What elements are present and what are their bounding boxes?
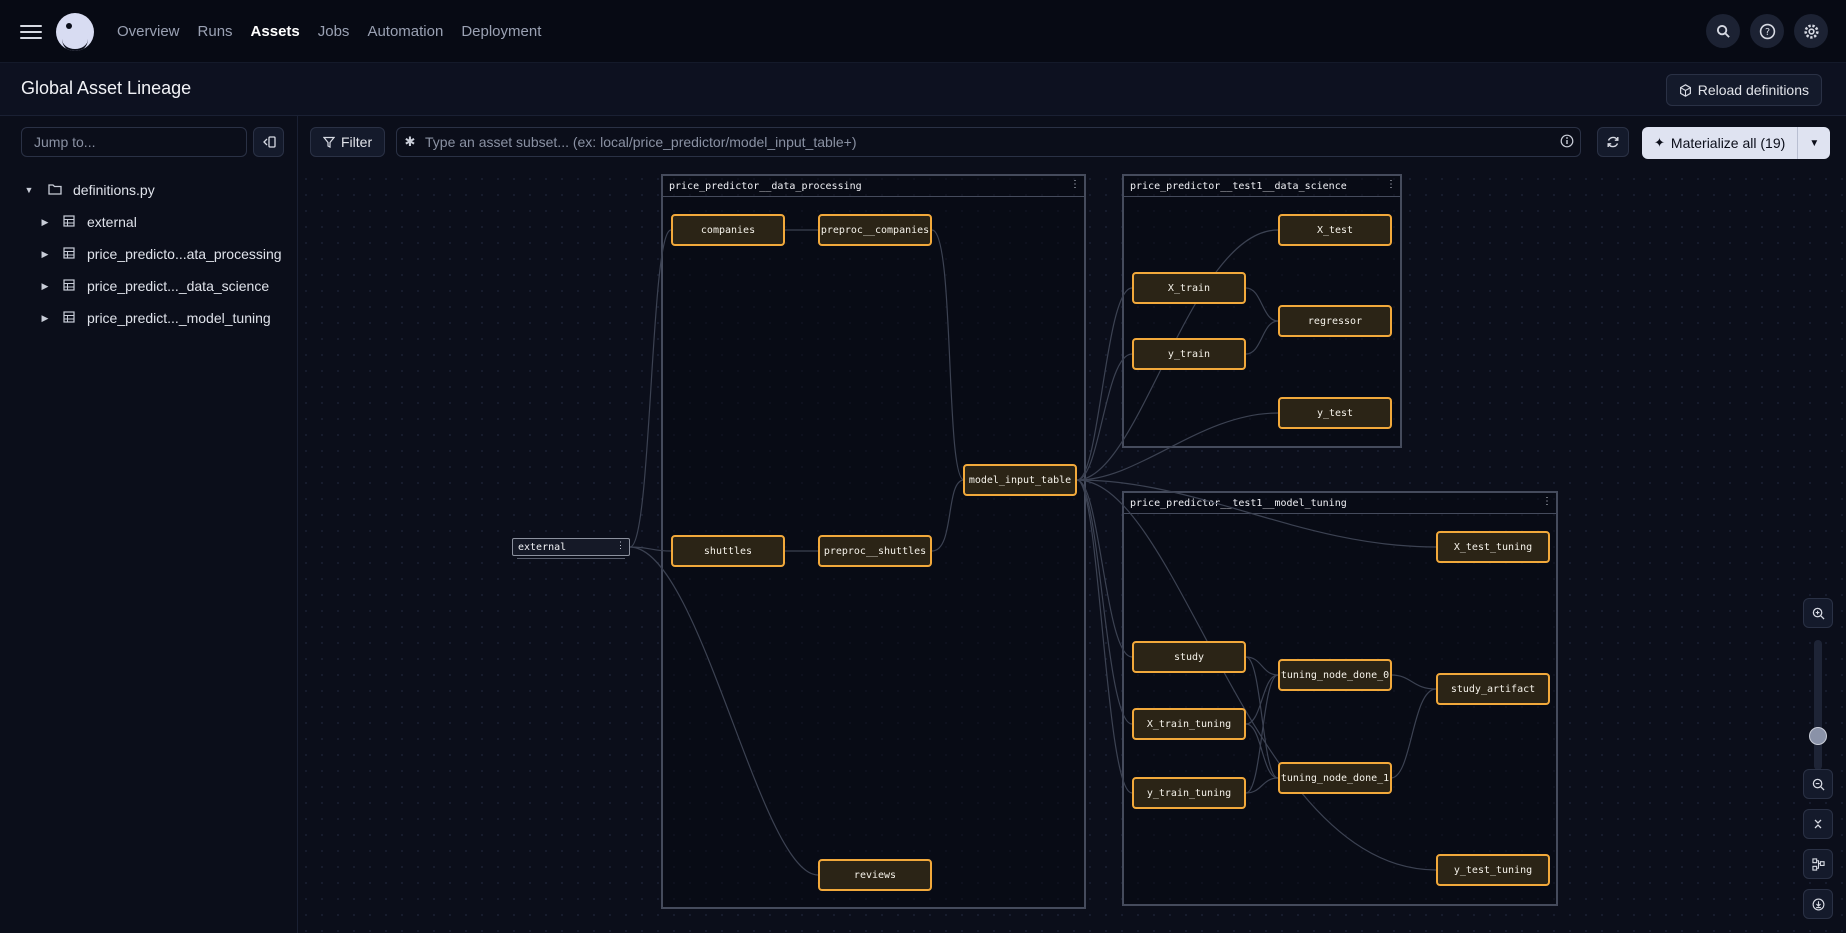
asset-node-study[interactable]: study (1132, 641, 1246, 673)
asset-node-preproc-companies[interactable]: preproc__companies (818, 214, 932, 246)
asset-node-x-test-tuning[interactable]: X_test_tuning (1436, 531, 1550, 563)
asset-node-y-test-tuning[interactable]: y_test_tuning (1436, 854, 1550, 886)
asset-node-reviews[interactable]: reviews (818, 859, 932, 891)
asset-node-model-input-table[interactable]: model_input_table (963, 464, 1077, 496)
tree-item-model-tuning[interactable]: ▶ price_predict..._model_tuning (0, 302, 297, 334)
asset-tree: ▼ definitions.py ▶ external ▶ price_pred… (0, 174, 297, 334)
nav-runs[interactable]: Runs (197, 22, 233, 40)
asset-node-study-artifact[interactable]: study_artifact (1436, 673, 1550, 705)
group-header: price_predictor__test1__model_tuning ⋮ (1124, 493, 1556, 514)
nav-assets[interactable]: Assets (250, 22, 300, 40)
sidebar: ▼ definitions.py ▶ external ▶ price_pred… (0, 116, 298, 933)
asset-node-shuttles[interactable]: shuttles (671, 535, 785, 567)
zoom-in-icon[interactable] (1803, 598, 1833, 628)
svg-text:?: ? (1764, 27, 1769, 38)
caret-right-icon[interactable]: ▶ (41, 280, 49, 291)
asset-node-x-train[interactable]: X_train (1132, 272, 1246, 304)
group-header: price_predictor__test1__data_science ⋮ (1124, 176, 1400, 197)
zoom-out-icon[interactable] (1803, 769, 1833, 799)
external-label: external (518, 541, 567, 553)
asset-node-y-train-tuning[interactable]: y_train_tuning (1132, 777, 1246, 809)
filter-button[interactable]: Filter (310, 127, 386, 157)
sparkle-icon: ✦ (1654, 135, 1665, 150)
caret-down-icon[interactable]: ▼ (24, 185, 34, 195)
filter-label: Filter (341, 134, 373, 150)
caret-right-icon[interactable]: ▶ (41, 216, 49, 227)
asset-node-preproc-shuttles[interactable]: preproc__shuttles (818, 535, 932, 567)
search-icon[interactable] (1706, 14, 1740, 48)
tree-item-definitions[interactable]: ▼ definitions.py (0, 174, 297, 206)
asset-node-companies[interactable]: companies (671, 214, 785, 246)
grid-icon (60, 310, 78, 326)
sparkle-icon: ✱ (404, 134, 416, 149)
collapse-all-icon[interactable] (1803, 809, 1833, 839)
caret-right-icon[interactable]: ▶ (41, 248, 49, 259)
tree-item-label: price_predict..._model_tuning (87, 310, 271, 326)
more-icon[interactable]: ⋮ (1542, 496, 1552, 507)
chevron-down-icon[interactable]: ▼ (1797, 127, 1831, 159)
nav-links: Overview Runs Assets Jobs Automation Dep… (117, 0, 559, 62)
more-icon[interactable]: ⋮ (1386, 179, 1396, 190)
tree-item-label: price_predicto...ata_processing (87, 246, 282, 262)
top-icons: ? (1706, 14, 1828, 48)
nav-deployment[interactable]: Deployment (461, 22, 542, 40)
jump-to-input[interactable] (21, 127, 247, 157)
zoom-slider-thumb[interactable] (1809, 727, 1827, 745)
zoom-slider[interactable] (1809, 640, 1827, 770)
layout-icon[interactable] (1803, 849, 1833, 879)
more-icon[interactable]: ⋮ (1070, 179, 1080, 190)
caret-right-icon[interactable]: ▶ (41, 312, 49, 323)
asset-node-tuning-node-done-0[interactable]: tuning_node_done_0 (1278, 659, 1392, 691)
asset-node-y-test[interactable]: y_test (1278, 397, 1392, 429)
group-title: price_predictor__data_processing (669, 180, 862, 192)
tree-item-label: definitions.py (73, 182, 155, 198)
nav-overview[interactable]: Overview (117, 22, 180, 40)
asset-subset-input[interactable] (423, 127, 1554, 157)
download-icon[interactable] (1803, 889, 1833, 919)
group-title: price_predictor__test1__data_science (1130, 180, 1347, 192)
grid-icon (60, 278, 78, 294)
gear-icon[interactable] (1794, 14, 1828, 48)
filter-icon (323, 136, 335, 148)
external-asset-node[interactable]: external ⋮ (512, 538, 630, 559)
refresh-icon[interactable] (1597, 127, 1629, 157)
folder-icon (46, 183, 64, 198)
collapse-sidebar-icon[interactable] (253, 127, 284, 157)
grid-icon (60, 246, 78, 262)
asset-node-x-train-tuning[interactable]: X_train_tuning (1132, 708, 1246, 740)
group-header: price_predictor__data_processing ⋮ (663, 176, 1084, 197)
reload-icon (1679, 83, 1691, 97)
reload-label: Reload definitions (1697, 82, 1809, 98)
more-icon[interactable]: ⋮ (616, 541, 625, 551)
title-bar: Global Asset Lineage Reload definitions (0, 63, 1846, 116)
materialize-all-group: ✦ Materialize all (19) ▼ (1642, 127, 1831, 159)
group-title: price_predictor__test1__model_tuning (1130, 497, 1347, 509)
tree-item-data-science[interactable]: ▶ price_predict..._data_science (0, 270, 297, 302)
asset-node-regressor[interactable]: regressor (1278, 305, 1392, 337)
dagster-logo[interactable] (56, 13, 94, 51)
page-title: Global Asset Lineage (21, 78, 192, 98)
help-icon[interactable]: ? (1750, 14, 1784, 48)
tree-item-label: external (87, 214, 137, 230)
tree-item-data-processing[interactable]: ▶ price_predicto...ata_processing (0, 238, 297, 270)
asset-node-y-train[interactable]: y_train (1132, 338, 1246, 370)
reload-definitions-button[interactable]: Reload definitions (1665, 74, 1822, 106)
top-nav: Overview Runs Assets Jobs Automation Dep… (0, 0, 1846, 63)
nav-automation[interactable]: Automation (367, 22, 444, 40)
info-icon[interactable] (1554, 134, 1580, 151)
tree-item-external[interactable]: ▶ external (0, 206, 297, 238)
asset-node-x-test[interactable]: X_test (1278, 214, 1392, 246)
tree-item-label: price_predict..._data_science (87, 278, 270, 294)
materialize-label: Materialize all (19) (1670, 135, 1786, 151)
nav-jobs[interactable]: Jobs (317, 22, 350, 40)
asset-node-tuning-node-done-1[interactable]: tuning_node_done_1 (1278, 762, 1392, 794)
menu-icon[interactable] (20, 21, 42, 41)
grid-icon (60, 214, 78, 230)
materialize-all-button[interactable]: ✦ Materialize all (19) (1642, 127, 1798, 159)
asset-subset-search[interactable]: ✱ (396, 127, 1581, 157)
